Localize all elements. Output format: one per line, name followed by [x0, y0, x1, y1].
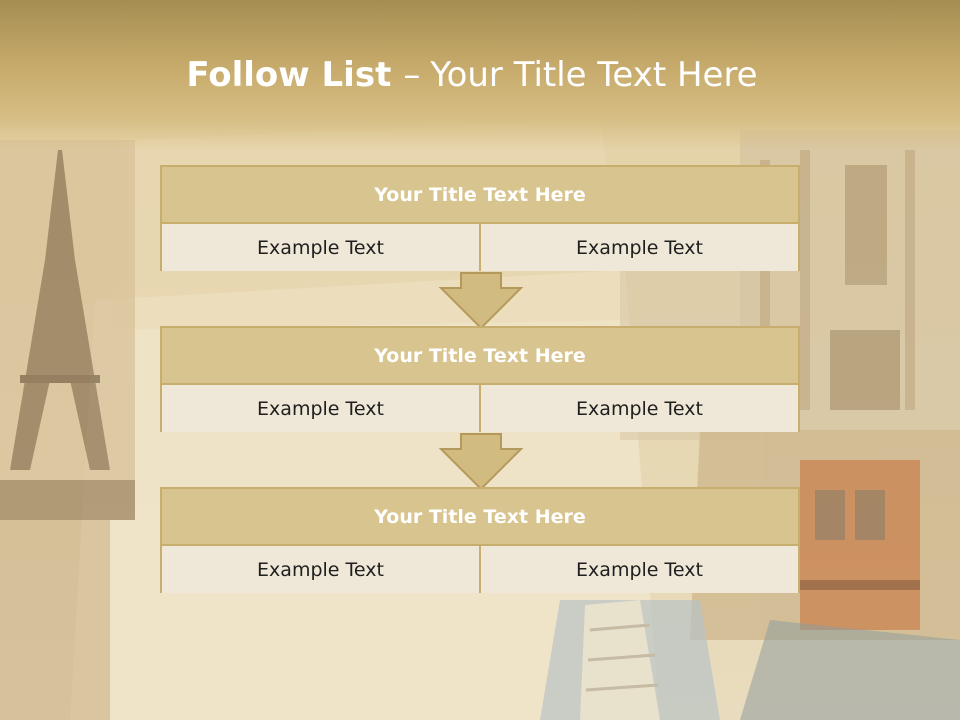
block-cell-left: Example Text: [162, 546, 479, 593]
follow-block-3: Your Title Text Here Example Text Exampl…: [160, 487, 800, 593]
leaning-tower-photo: [540, 600, 720, 720]
eiffel-tower-photo: [0, 140, 135, 520]
down-arrow-icon: [438, 272, 524, 330]
block-cell-right: Example Text: [481, 546, 798, 593]
slide-title: Follow List–Your Title Text Here: [0, 50, 944, 100]
block-row: Example Text Example Text: [162, 385, 798, 432]
block-cell-left: Example Text: [162, 224, 479, 271]
block-cell-right: Example Text: [481, 224, 798, 271]
block-cell-right: Example Text: [481, 385, 798, 432]
block-title: Your Title Text Here: [162, 489, 798, 544]
title-band: [0, 0, 960, 150]
block-title: Your Title Text Here: [162, 328, 798, 383]
block-row: Example Text Example Text: [162, 224, 798, 271]
title-rest: Your Title Text Here: [430, 55, 758, 95]
block-row: Example Text Example Text: [162, 546, 798, 593]
title-separator: –: [403, 55, 421, 95]
follow-block-2: Your Title Text Here Example Text Exampl…: [160, 326, 800, 432]
title-bold: Follow List: [186, 55, 392, 95]
block-cell-left: Example Text: [162, 385, 479, 432]
block-title: Your Title Text Here: [162, 167, 798, 222]
down-arrow-icon: [438, 433, 524, 491]
follow-block-1: Your Title Text Here Example Text Exampl…: [160, 165, 800, 271]
